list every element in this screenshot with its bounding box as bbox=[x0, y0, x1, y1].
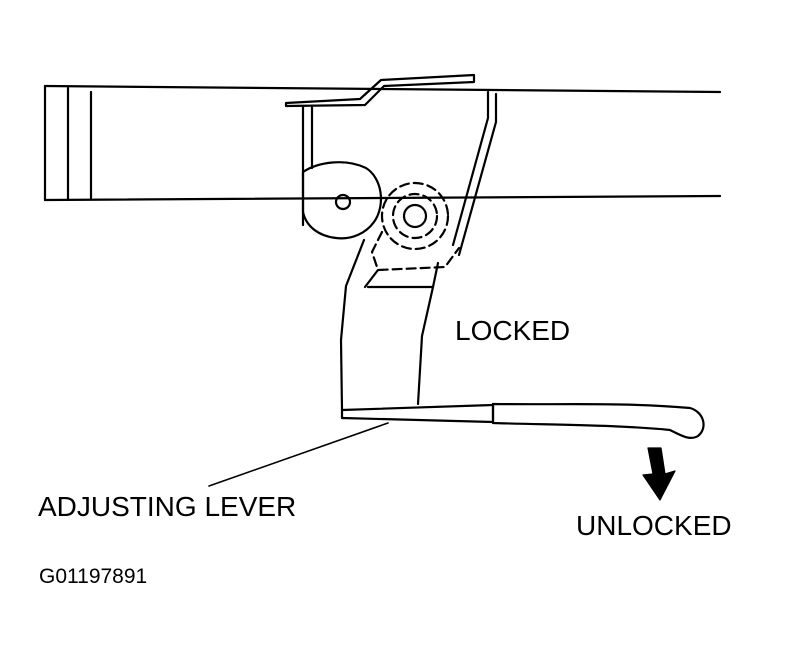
seat-track-rail bbox=[43, 84, 722, 202]
adjusting-lever-leader bbox=[208, 422, 389, 487]
adjusting-lever-label: ADJUSTING LEVER bbox=[38, 491, 297, 522]
unlock-arrow-icon bbox=[642, 447, 676, 501]
figure-id: G01197891 bbox=[39, 565, 148, 588]
pivot-bolt-icon bbox=[334, 193, 352, 211]
top-bracket bbox=[284, 73, 498, 257]
unlocked-label: UNLOCKED bbox=[576, 510, 732, 541]
locked-label: LOCKED bbox=[455, 315, 571, 346]
adjusting-lever bbox=[340, 402, 705, 439]
pivot-plate bbox=[301, 161, 382, 240]
hidden-bolt-icon bbox=[402, 203, 428, 229]
lever-body bbox=[339, 238, 440, 412]
